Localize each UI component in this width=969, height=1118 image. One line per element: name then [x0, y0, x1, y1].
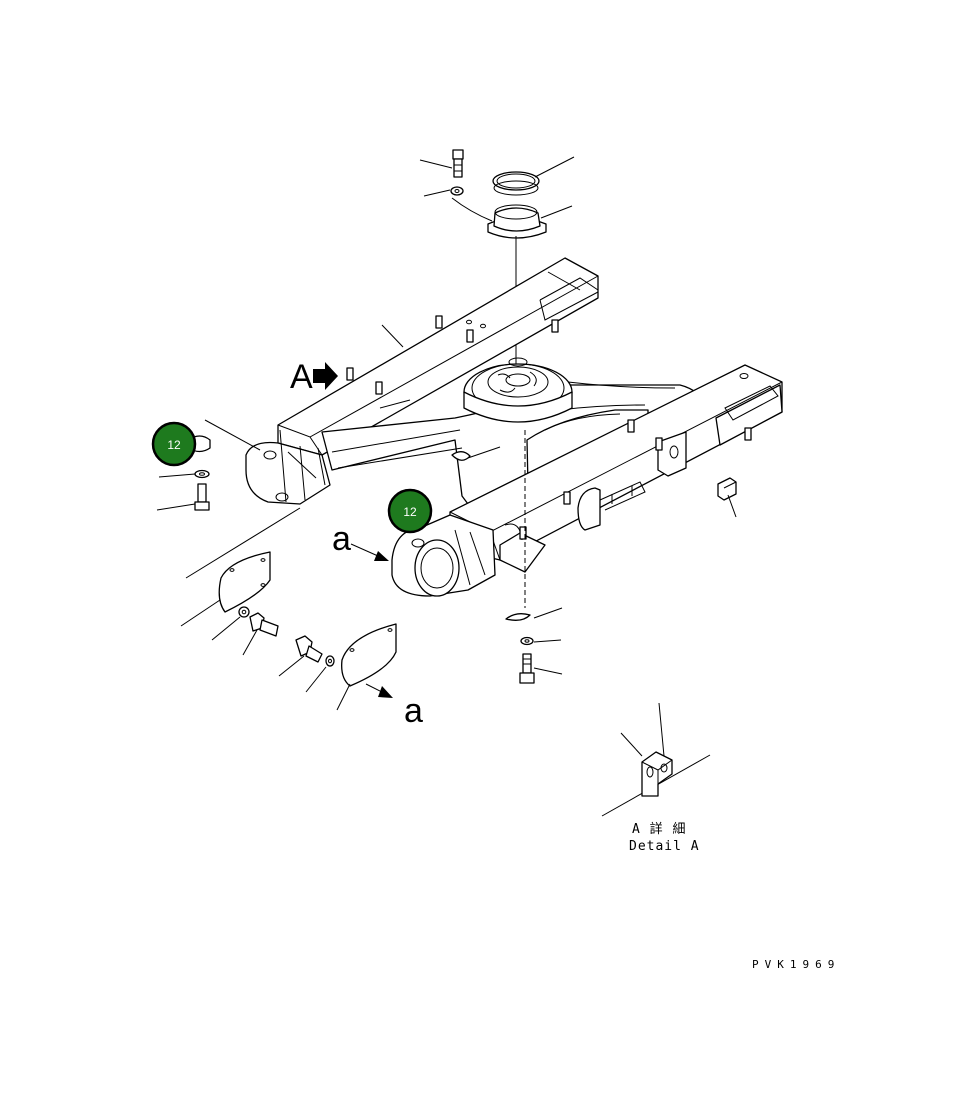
right-cover-washer: [305, 655, 335, 693]
top-bolt: [419, 149, 464, 178]
view-label-a-lower: a: [404, 692, 423, 730]
detail-a-view: [601, 702, 711, 817]
view-arrow-a-upper: [350, 543, 389, 561]
callout-left-label: 12: [167, 438, 181, 452]
track-frame: [204, 257, 783, 597]
top-washer: [423, 186, 464, 197]
left-cover-bolt: [242, 612, 279, 656]
plug: [717, 477, 737, 518]
bottom-shim: [505, 607, 563, 621]
callout-left[interactable]: 12: [151, 421, 197, 467]
detail-title-jp: A 詳 細: [632, 821, 686, 837]
bottom-washer: [520, 636, 562, 646]
detail-title-en: Detail A: [629, 839, 700, 854]
left-cover-plate: [180, 507, 301, 627]
left-cover-washer: [211, 606, 250, 641]
bearing-housing: [451, 197, 573, 239]
right-cover-plate: [336, 623, 397, 711]
view-arrow-a-lower: [365, 683, 393, 698]
view-label-A: A: [290, 358, 313, 396]
seal-ring: [492, 156, 575, 196]
view-arrow-A: [313, 362, 338, 390]
view-label-a-upper: a: [332, 520, 351, 558]
frame-clips: [346, 315, 752, 540]
right-cover-bolt: [278, 635, 323, 677]
bottom-bolt: [519, 653, 563, 684]
callout-right-label: 12: [403, 505, 417, 519]
callout-right[interactable]: 12: [387, 488, 433, 534]
drawing-code: PVK1969: [752, 958, 840, 971]
